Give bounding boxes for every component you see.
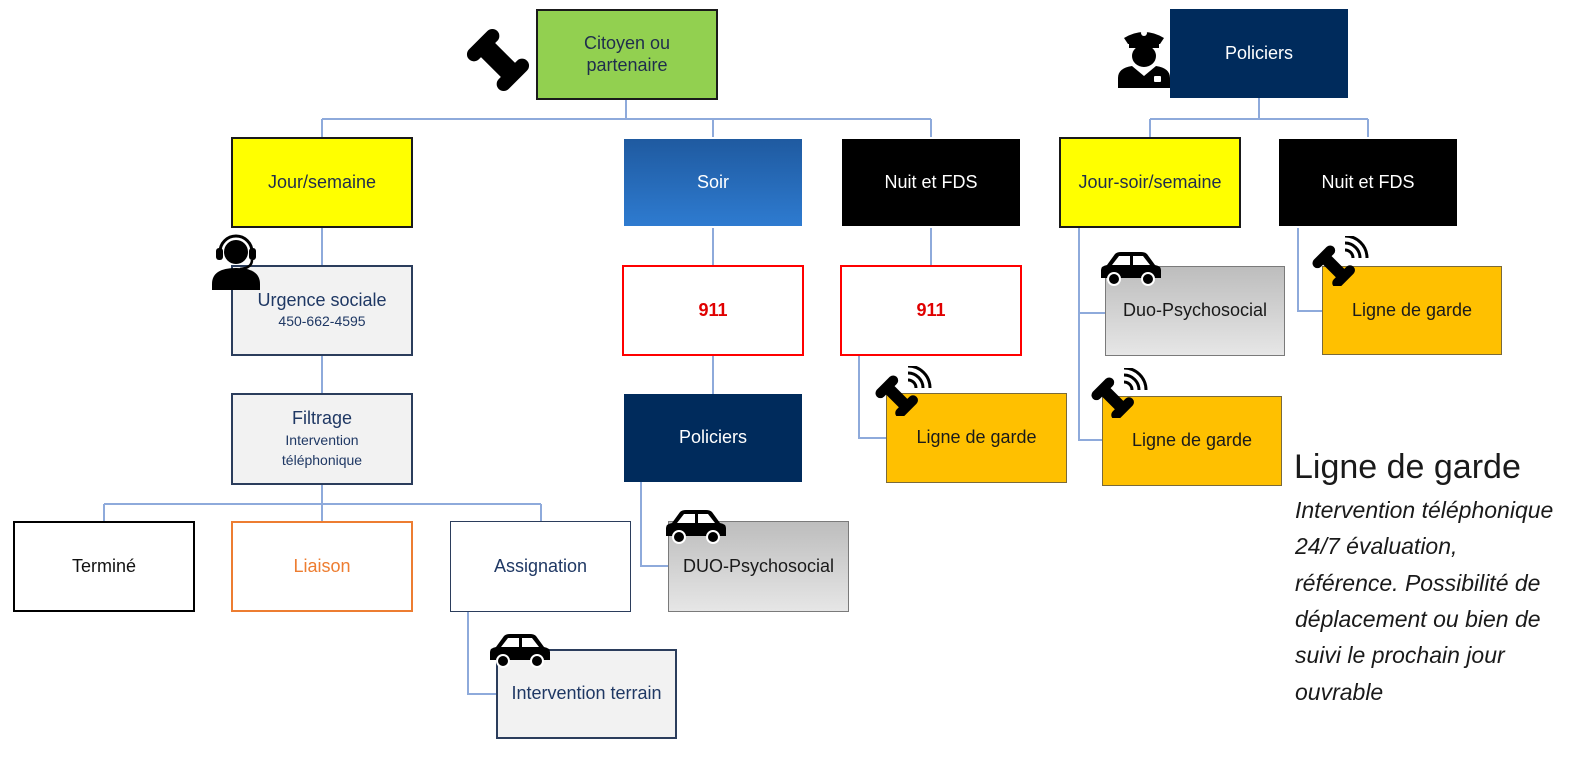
termine-node: Terminé: [13, 521, 195, 612]
nuit-fds-node-1: Nuit et FDS: [842, 139, 1020, 226]
nuit-fds-label-2: Nuit et FDS: [1321, 171, 1415, 192]
filtrage-node: Filtrage Intervention téléphonique: [231, 393, 413, 485]
headset-agent-icon: [212, 234, 260, 290]
ligne-garde-jour-node: Ligne de garde: [1102, 396, 1282, 486]
call-911-soir-node: 911: [622, 265, 804, 356]
call-911-nuit-node: 911: [840, 265, 1022, 356]
jour-soir-semaine-label: Jour-soir/semaine: [1078, 171, 1222, 192]
citoyen-node: Citoyen ou partenaire: [536, 9, 718, 100]
duo-psychosocial-label-1: Duo-Psychosocial: [1122, 300, 1268, 321]
urgence-phone-number: 450-662-4595: [278, 313, 366, 330]
filtrage-label: Filtrage: [291, 407, 353, 428]
car-icon: [1101, 252, 1161, 286]
car-icon: [666, 510, 726, 544]
jour-semaine-label: Jour/semaine: [267, 171, 377, 192]
policiers-top-node: Policiers: [1170, 9, 1348, 98]
policiers-mid-label: Policiers: [678, 427, 748, 448]
urgence-sociale-label: Urgence sociale: [257, 289, 387, 310]
assignation-label: Assignation: [493, 555, 588, 576]
phone-ringing-icon: [1312, 236, 1369, 286]
liaison-node: Liaison: [231, 521, 413, 612]
policiers-top-label: Policiers: [1224, 42, 1294, 63]
jour-semaine-node: Jour/semaine: [231, 137, 413, 228]
phone-ringing-icon: [875, 366, 932, 416]
ligne-garde-right-label: Ligne de garde: [1351, 299, 1473, 320]
filtrage-sub-label: Intervention téléphonique: [281, 431, 363, 468]
liaison-label: Liaison: [293, 555, 351, 576]
call-911-soir-label: 911: [698, 299, 728, 320]
ligne-garde-jour-label: Ligne de garde: [1131, 430, 1253, 451]
legend-description: Intervention téléphonique 24/7 évaluatio…: [1295, 497, 1554, 705]
soir-label: Soir: [696, 171, 729, 192]
call-911-nuit-label: 911: [916, 299, 946, 320]
phone-icon: [466, 28, 530, 92]
legend-title: Ligne de garde: [1294, 448, 1521, 486]
assignation-node: Assignation: [450, 521, 631, 612]
urgence-sociale-node: Urgence sociale 450-662-4595: [231, 265, 413, 356]
ligne-garde-right-node: Ligne de garde: [1322, 266, 1502, 355]
duo-psychosocial-node-1: Duo-Psychosocial: [1105, 266, 1285, 356]
intervention-terrain-node: Intervention terrain: [496, 649, 677, 739]
jour-soir-semaine-node: Jour-soir/semaine: [1059, 137, 1241, 228]
ligne-garde-nuit-node: Ligne de garde: [886, 393, 1067, 483]
duo-psychosocial-label-2: DUO-Psychosocial: [682, 555, 835, 576]
policiers-mid-node: Policiers: [624, 394, 802, 482]
nuit-fds-label-1: Nuit et FDS: [884, 171, 978, 192]
duo-psychosocial-node-2: DUO-Psychosocial: [668, 521, 849, 612]
citoyen-label: Citoyen ou partenaire: [583, 32, 671, 75]
intervention-terrain-label: Intervention terrain: [511, 683, 662, 704]
car-icon: [490, 634, 550, 668]
phone-ringing-icon: [1091, 368, 1148, 418]
nuit-fds-node-2: Nuit et FDS: [1279, 139, 1457, 226]
ligne-garde-nuit-label: Ligne de garde: [916, 427, 1037, 448]
termine-label: Terminé: [71, 555, 137, 576]
soir-node: Soir: [624, 139, 802, 226]
police-officer-icon: [1118, 30, 1170, 88]
